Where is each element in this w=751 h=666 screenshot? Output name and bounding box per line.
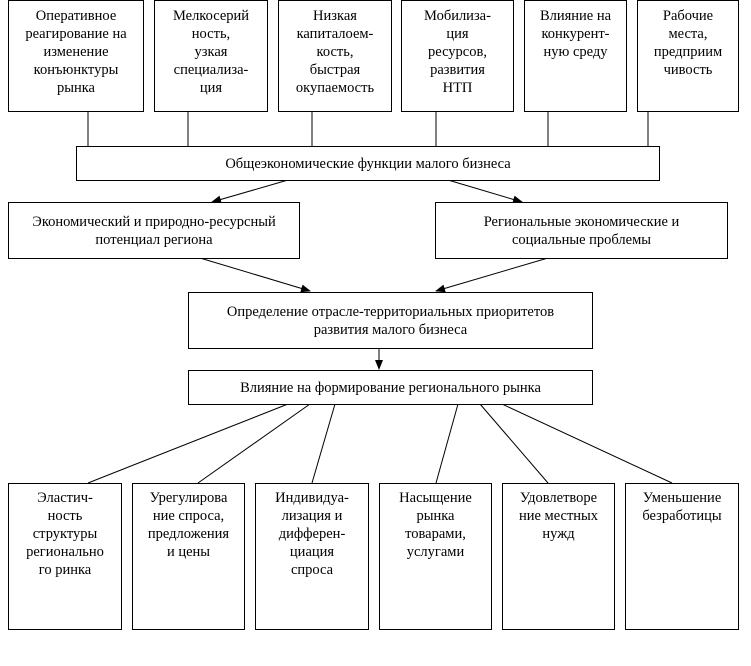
bottom-box-market-saturation: Насыщение рынка товарами, услугами [379,483,492,630]
bottom-box-structure-elasticity: Эластич- ность структуры региональнo го … [8,483,122,630]
regional-problems-box: Региональные экономические и социальные … [435,202,728,259]
connector-line [501,403,673,484]
market-influence-box: Влияние на формирование регионального ры… [188,370,593,405]
arrow-line [447,179,523,204]
top-box-competition-influence: Влияние на конкурент- ную среду [524,0,627,112]
bottom-box-local-needs: Удовлетворе ние местных нужд [502,483,615,630]
bottom-box-demand-regulation: Урегулирова ние спроса, предложения и це… [132,483,245,630]
top-box-low-capital: Низкая капиталоем- кость, быстрая окупае… [278,0,392,112]
connector-line [197,403,311,484]
top-box-operative-response: Оперативное реагирование на изменение ко… [8,0,144,112]
top-box-jobs-entrepreneurship: Рабочие места, предприим чивость [637,0,739,112]
general-functions-box: Общеэкономические функции малого бизнеса [76,146,660,181]
arrow-line [211,179,289,204]
top-box-resource-mobilization: Мобилиза- ция ресурсов, развития НТП [401,0,514,112]
connector-line [435,403,459,484]
bottom-box-individualization: Индивидуа- лизация и дифферен- циация сп… [255,483,369,630]
arrow-line [435,257,549,293]
bottom-box-unemployment: Уменьшение безработицы [625,483,739,630]
connector-line [311,403,336,484]
arrow-line [199,257,311,293]
priorities-box: Определение отрасле-территориальных прио… [188,292,593,349]
economic-potential-box: Экономический и природно-ресурсный потен… [8,202,300,259]
connector-line [87,403,289,484]
connector-line [479,403,549,484]
top-box-small-series: Мелкосерий ность, узкая специализа- ция [154,0,268,112]
